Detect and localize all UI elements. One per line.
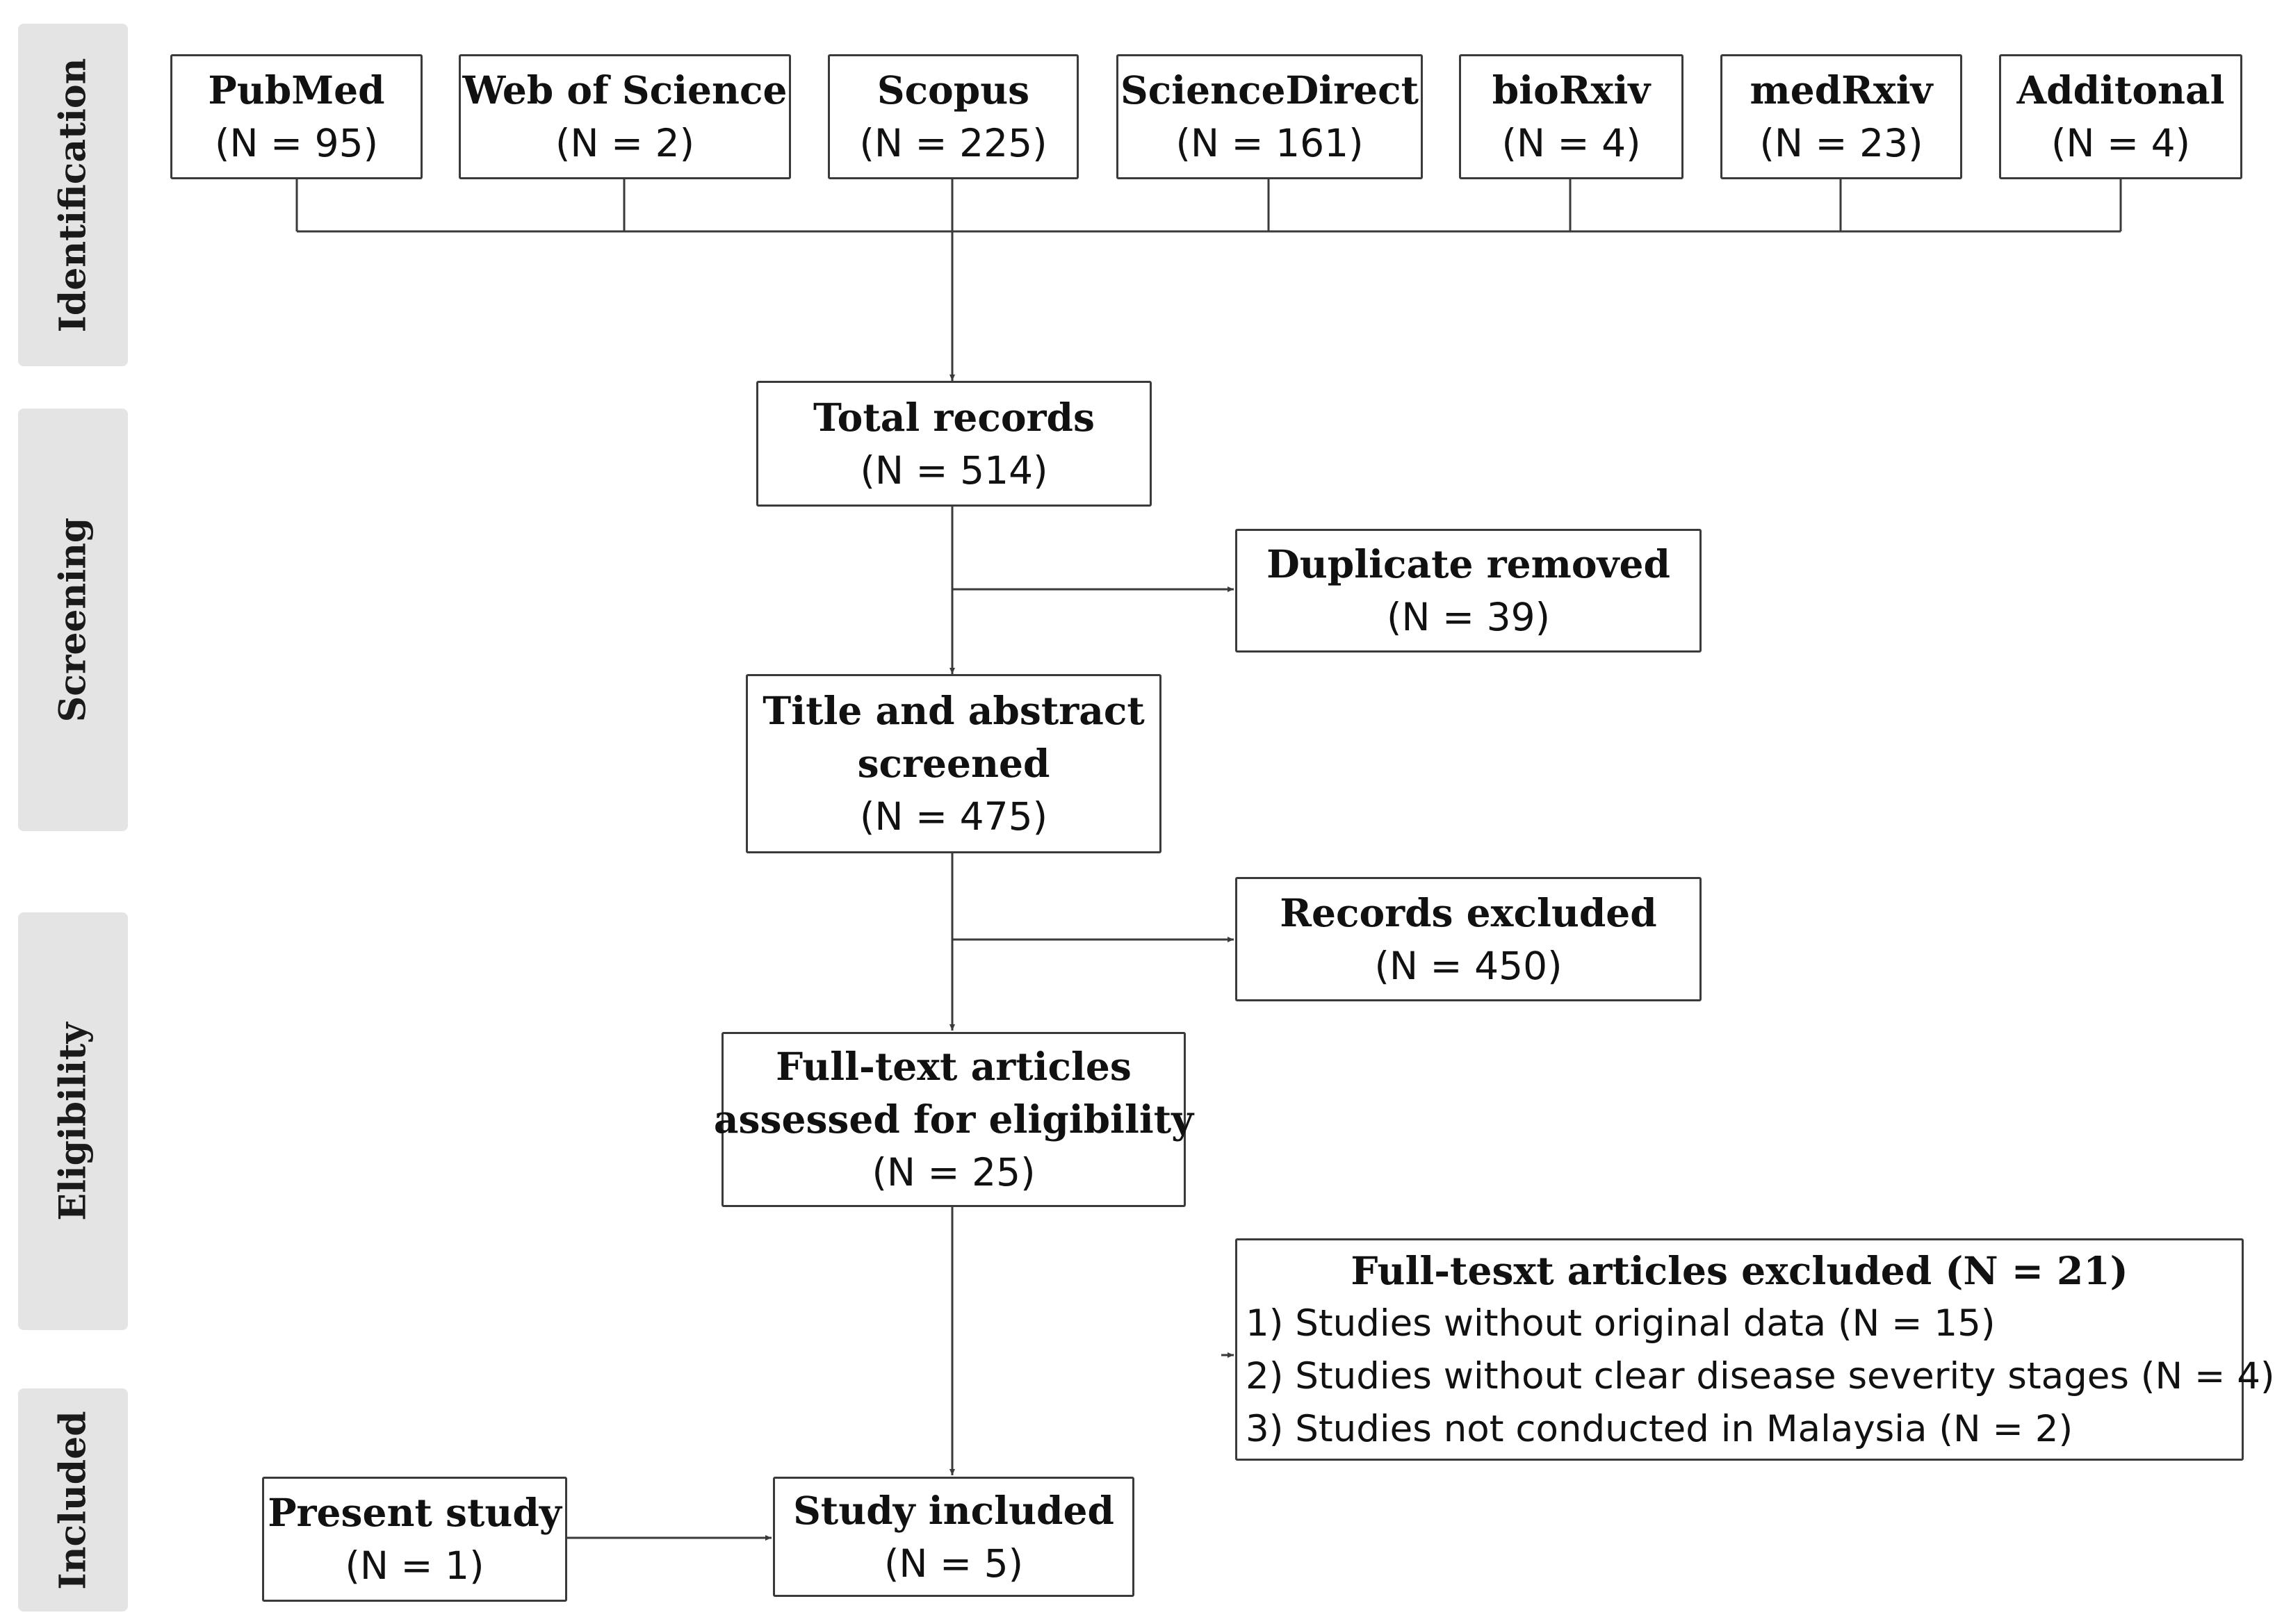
source-name: ScienceDirect bbox=[1120, 67, 1419, 113]
source-name: Web of Science bbox=[462, 67, 788, 113]
box-title-line2: screened bbox=[857, 741, 1050, 786]
study-included-box: Study included (N = 5) bbox=[773, 1477, 1134, 1597]
stage-label: Included bbox=[51, 1410, 95, 1590]
stage-label: Identification bbox=[51, 58, 95, 332]
source-count: (N = 23) bbox=[1759, 121, 1923, 165]
source-box-medrxiv: medRxiv (N = 23) bbox=[1720, 54, 1962, 179]
stage-label: Screening bbox=[51, 517, 95, 723]
source-box-pubmed: PubMed (N = 95) bbox=[170, 54, 423, 179]
stage-identification: Identification bbox=[18, 24, 128, 366]
box-count: (N = 5) bbox=[883, 1541, 1024, 1586]
box-title: Records excluded bbox=[1280, 889, 1657, 935]
source-count: (N = 225) bbox=[859, 121, 1047, 165]
source-name: Scopus bbox=[876, 67, 1030, 113]
box-title: Present study bbox=[268, 1490, 562, 1535]
title-abstract-screened-box: Title and abstract screened (N = 475) bbox=[746, 674, 1161, 853]
box-count: (N = 450) bbox=[1374, 943, 1563, 988]
stage-screening: Screening bbox=[18, 409, 128, 831]
source-name: PubMed bbox=[208, 67, 385, 113]
source-box-additional: Additonal (N = 4) bbox=[1999, 54, 2242, 179]
source-box-biorxiv: bioRxiv (N = 4) bbox=[1459, 54, 1683, 179]
source-count: (N = 4) bbox=[1501, 121, 1641, 165]
source-count: (N = 2) bbox=[555, 121, 695, 165]
box-count: (N = 475) bbox=[859, 794, 1048, 839]
box-title: Study included bbox=[793, 1487, 1114, 1533]
source-name: medRxiv bbox=[1750, 67, 1933, 113]
box-title-line2: assessed for eligibility bbox=[713, 1097, 1194, 1142]
stage-eligibility: Eligibility bbox=[18, 912, 128, 1330]
source-box-web-of-science: Web of Science (N = 2) bbox=[459, 54, 791, 179]
box-title: Total records bbox=[813, 394, 1095, 440]
box-count: (N = 1) bbox=[345, 1543, 484, 1588]
duplicate-removed-box: Duplicate removed (N = 39) bbox=[1235, 529, 1702, 653]
exclusion-reason: 1) Studies without original data (N = 15… bbox=[1246, 1302, 1996, 1345]
present-study-box: Present study (N = 1) bbox=[262, 1477, 567, 1602]
fulltext-excluded-box: Full-tesxt articles excluded (N = 21) 1)… bbox=[1235, 1238, 2275, 1461]
source-name: Additonal bbox=[2016, 67, 2225, 113]
box-title: Duplicate removed bbox=[1266, 541, 1670, 587]
box-count: (N = 39) bbox=[1386, 595, 1551, 639]
fulltext-assessed-box: Full-text articles assessed for eligibil… bbox=[714, 1032, 1193, 1207]
source-count: (N = 95) bbox=[214, 121, 379, 165]
source-box-sciencedirect: ScienceDirect (N = 161) bbox=[1116, 54, 1423, 179]
source-box-scopus: Scopus (N = 225) bbox=[828, 54, 1079, 179]
stage-label: Eligibility bbox=[51, 1022, 95, 1221]
source-count: (N = 161) bbox=[1175, 121, 1364, 165]
exclusion-reason: 2) Studies without clear disease severit… bbox=[1246, 1355, 2275, 1397]
total-records-box: Total records (N = 514) bbox=[756, 381, 1152, 507]
box-title-line1: Title and abstract bbox=[763, 688, 1145, 733]
box-title: Full-tesxt articles excluded (N = 21) bbox=[1351, 1248, 2128, 1293]
exclusion-reason: 3) Studies not conducted in Malaysia (N … bbox=[1246, 1408, 2073, 1450]
box-title-line1: Full-text articles bbox=[776, 1044, 1132, 1089]
box-count: (N = 25) bbox=[872, 1150, 1036, 1195]
records-excluded-box: Records excluded (N = 450) bbox=[1235, 877, 1702, 1001]
source-name: bioRxiv bbox=[1492, 67, 1651, 113]
source-count: (N = 4) bbox=[2050, 121, 2191, 165]
stage-included: Included bbox=[18, 1388, 128, 1611]
box-count: (N = 514) bbox=[860, 448, 1048, 493]
